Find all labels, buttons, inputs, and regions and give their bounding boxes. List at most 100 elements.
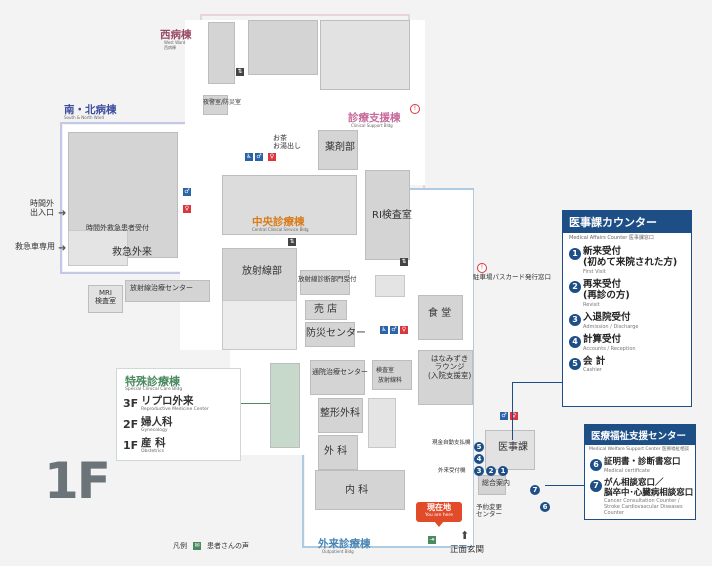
current-location-pointer: [434, 521, 444, 527]
floor-label: 1F: [44, 452, 111, 510]
counter-en: Medical certificate: [604, 467, 650, 474]
kyukyusha-label: 救急車専用: [15, 242, 55, 251]
kensa-label: 検査室: [376, 367, 395, 374]
tokushu-floor-en: Obstetrics: [141, 449, 164, 454]
special-care-room: [270, 363, 300, 448]
toilet-icon: ♂: [255, 153, 263, 161]
chuo-en: Central Clinical Service Bldg: [252, 227, 309, 232]
ginkou-label: 現金自動支払機: [432, 440, 471, 446]
counter-name: 証明書・診断書窓口: [604, 457, 681, 467]
chuo-lower-room: [222, 300, 297, 350]
kyukyu-label: 救急外来: [112, 247, 152, 258]
tokushu-floor-number: 3F: [123, 397, 139, 410]
nishi-title: 西病棟: [160, 29, 192, 41]
counter-en: Cashier: [583, 367, 602, 374]
counter-name: 新来受付 (初めて来院された方): [583, 246, 678, 268]
nishi-ward-room-2: [248, 20, 318, 75]
chuo-room: [222, 175, 357, 235]
shinryo-title: 診療支援棟: [348, 112, 401, 124]
counter-number-badge: 3: [569, 313, 581, 326]
tokushu-floor-number: 2F: [123, 418, 139, 431]
arrow-right-icon-2: ➜: [58, 243, 67, 254]
tokushu-title: 特殊診療棟: [125, 375, 180, 388]
gairai-title: 外来診療棟: [318, 538, 371, 550]
elevator-icon: ⇅: [288, 238, 296, 246]
counter-name: 再来受付 (再診の方): [583, 278, 630, 301]
shokudo-label: 食 堂: [428, 308, 452, 319]
leader-line-fukushi: [545, 485, 585, 486]
keisei-label: 整形外科: [320, 408, 360, 419]
toilet-icon: ♂: [500, 412, 508, 420]
nishi-ward-room: [208, 22, 235, 84]
minami-kita-en: South & North Ward: [64, 115, 105, 120]
arrow-right-icon: ➜: [58, 208, 67, 219]
no-smoking-icon: !: [477, 263, 487, 273]
nishi-sub: 西病棟: [164, 45, 176, 50]
counter-name: がん相談窓口／ 脳卒中･心臓病相談窓口: [604, 477, 694, 498]
tsuin-room: [310, 360, 365, 395]
counter-number-badge: 1: [569, 248, 581, 260]
naika-room: [315, 470, 405, 510]
mri-label: MRI 検査室: [95, 289, 116, 305]
jikangai-uketsuke-label: 時間外救急患者受付: [86, 224, 149, 232]
elevator-icon: ⇅: [236, 68, 244, 76]
counter-4-marker: 4: [474, 454, 484, 464]
bosai-center-room: [305, 322, 355, 347]
yakuzaibu-room: [318, 130, 358, 170]
leader-line-tokushu: [240, 403, 270, 404]
bosai-room: [203, 95, 228, 115]
iji-panel-subtitle: Medical Affairs Counter 医事課窓口: [569, 235, 654, 241]
otearai-label: お茶 お湯出し: [273, 134, 301, 150]
hanamizuki-room: [418, 350, 473, 405]
counter-number-badge: 6: [590, 459, 602, 471]
tokushu-floor-en: Gynecology: [141, 428, 168, 433]
bosai-center-label: 防災センター: [306, 328, 366, 339]
counter-number-badge: 4: [569, 335, 581, 348]
current-location-label: 現在地: [427, 503, 451, 512]
iji-room: [485, 430, 535, 470]
iji-label: 医事課: [498, 442, 528, 453]
current-location-en: You are here: [424, 513, 454, 518]
hoshasen-uketsuke-room: [300, 270, 350, 295]
gairai-en: Outpatient Bldg: [322, 549, 354, 554]
tokushu-floor-name: リプロ外来: [141, 395, 194, 407]
counter-en: Admission / Discharge: [583, 323, 639, 330]
counter-1-marker: 1: [498, 466, 508, 476]
minami-kita-room-2: [68, 230, 128, 266]
counter-en: Revisit: [583, 301, 600, 308]
tokushu-floor-name: 婦人科: [141, 416, 173, 428]
counter-3-marker: 3: [474, 466, 484, 476]
hoshasen-uketsuke-label: 放射線診断部門受付: [298, 275, 357, 283]
tokushu-floor-number: 1F: [123, 439, 139, 452]
counter-name: 入退院受付: [583, 311, 631, 323]
no-smoking-icon: !: [410, 104, 420, 114]
toilet-icon: ♂: [183, 188, 191, 196]
counter-en: First Visit: [583, 268, 606, 275]
hoshasenbu-label: 放射線部: [242, 266, 282, 277]
tokushu-floor-name: 産 科: [141, 437, 166, 449]
toilet-icon: ♀: [183, 205, 191, 213]
minami-kita-title: 南・北病棟: [64, 104, 117, 116]
baiten-room: [305, 300, 347, 320]
naika-label: 内 科: [345, 485, 369, 496]
leader-line-iji-h: [512, 382, 562, 383]
hanamizuki-label: はなみずき ラウンジ (入院支援室): [428, 354, 472, 380]
fukushi-panel: 医療福祉支援センター Medical Welfare Support Cente…: [584, 424, 696, 520]
legend-voice-label: 患者さんの声: [207, 542, 249, 550]
yoyaku-label: 予約変更 センター: [476, 503, 502, 519]
leader-line-iji: [512, 382, 513, 440]
arrow-up-icon: ⬆: [460, 529, 470, 542]
tsuin-label: 通院治療センター: [312, 368, 368, 376]
